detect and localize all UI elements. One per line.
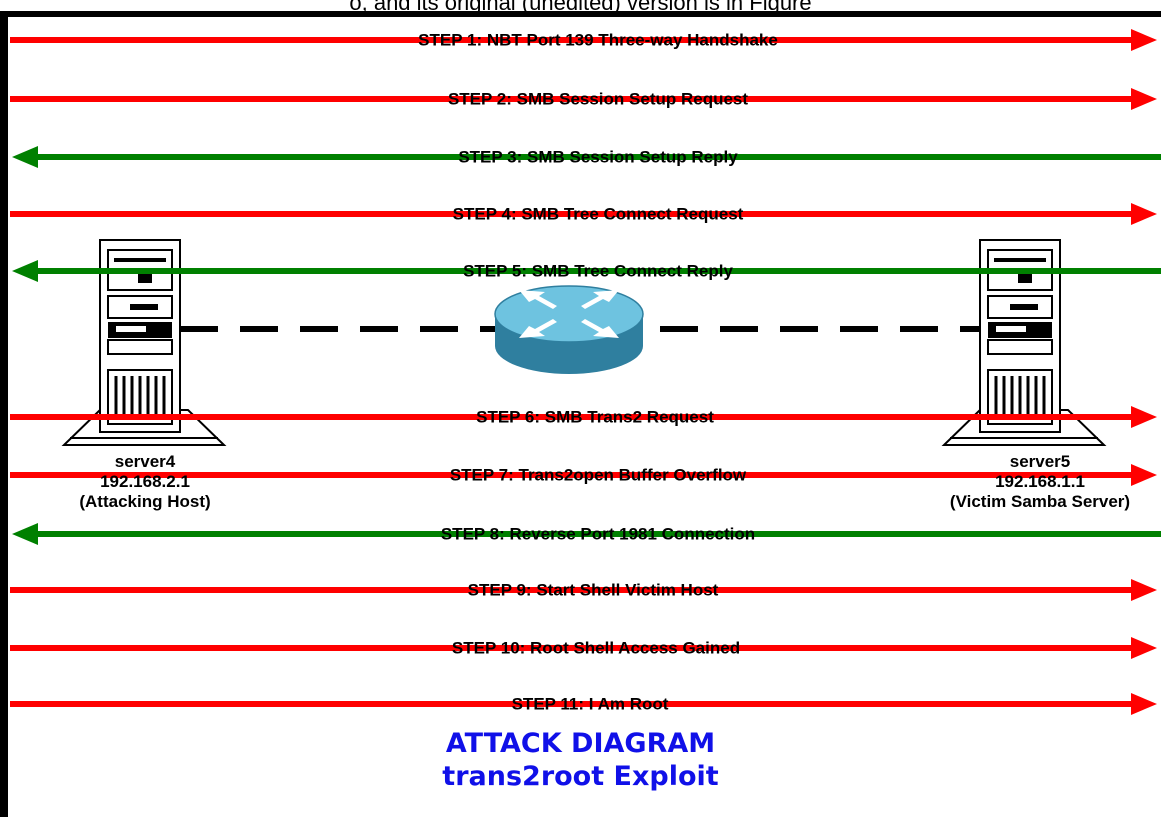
step-arrow — [12, 523, 1161, 545]
step-arrow — [10, 29, 1157, 51]
host-ip: 192.168.2.1 — [100, 472, 190, 491]
step-arrow-head — [1131, 29, 1157, 51]
step-arrow-line — [10, 211, 1133, 217]
step-label: STEP 4: SMB Tree Connect Request — [452, 204, 744, 224]
step-arrow — [10, 637, 1157, 659]
host-name: server5 — [1009, 452, 1071, 471]
step-arrow — [10, 203, 1157, 225]
step-arrow-line — [36, 268, 1161, 274]
step-label: STEP 7: Trans2open Buffer Overflow — [449, 465, 747, 485]
step-arrow-line — [10, 37, 1133, 43]
host-role: (Victim Samba Server) — [949, 492, 1131, 511]
step-arrow — [10, 88, 1157, 110]
step-arrow-line — [10, 414, 1133, 420]
step-arrow-head — [1131, 464, 1157, 486]
step-label: STEP 8: Reverse Port 1981 Connection — [440, 524, 756, 544]
step-arrow-line — [10, 645, 1133, 651]
step-arrow — [10, 406, 1157, 428]
host-ip: 192.168.1.1 — [995, 472, 1085, 491]
step-arrow-line — [10, 587, 1133, 593]
step-arrow — [10, 579, 1157, 601]
frame-left-border — [0, 11, 8, 817]
step-label: STEP 1: NBT Port 139 Three-way Handshake — [418, 30, 778, 50]
host-label-server5: server5 192.168.1.1 (Victim Samba Server… — [950, 452, 1130, 512]
host-label-server4: server4 192.168.2.1 (Attacking Host) — [79, 452, 210, 512]
step-label: STEP 3: SMB Session Setup Reply — [458, 147, 738, 167]
step-arrow-head — [1131, 406, 1157, 428]
step-arrow-head — [1131, 693, 1157, 715]
step-arrow-line — [10, 701, 1133, 707]
step-label: STEP 10: Root Shell Access Gained — [451, 638, 741, 658]
step-arrows — [10, 29, 1161, 715]
step-arrow-head — [1131, 579, 1157, 601]
frame-top-border — [0, 11, 1161, 17]
diagram-title-line2: trans2root Exploit — [442, 761, 719, 792]
step-arrow-head — [1131, 203, 1157, 225]
step-arrow-head — [12, 523, 38, 545]
step-label: STEP 2: SMB Session Setup Request — [447, 89, 749, 109]
host-name: server4 — [114, 452, 176, 471]
step-arrow-line — [10, 472, 1133, 478]
step-arrow-head — [12, 260, 38, 282]
step-label: STEP 5: SMB Tree Connect Reply — [463, 261, 733, 281]
step-label: STEP 11: I Am Root — [511, 694, 669, 714]
step-arrow-head — [12, 146, 38, 168]
step-label: STEP 9: Start Shell Victim Host — [467, 580, 719, 600]
step-label: STEP 6: SMB Trans2 Request — [476, 407, 714, 427]
step-arrow — [10, 464, 1157, 486]
diagram-title-line1: ATTACK DIAGRAM — [445, 728, 716, 759]
host-role: (Attacking Host) — [79, 492, 211, 511]
step-arrow — [12, 146, 1161, 168]
diagram-title: ATTACK DIAGRAM trans2root Exploit — [0, 727, 1161, 793]
step-arrow — [12, 260, 1161, 282]
step-arrow-head — [1131, 88, 1157, 110]
step-arrow — [10, 693, 1157, 715]
step-arrow-line — [36, 531, 1161, 537]
step-arrow-head — [1131, 637, 1157, 659]
step-arrow-line — [10, 96, 1133, 102]
router-icon — [494, 285, 644, 374]
step-arrow-line — [36, 154, 1161, 160]
